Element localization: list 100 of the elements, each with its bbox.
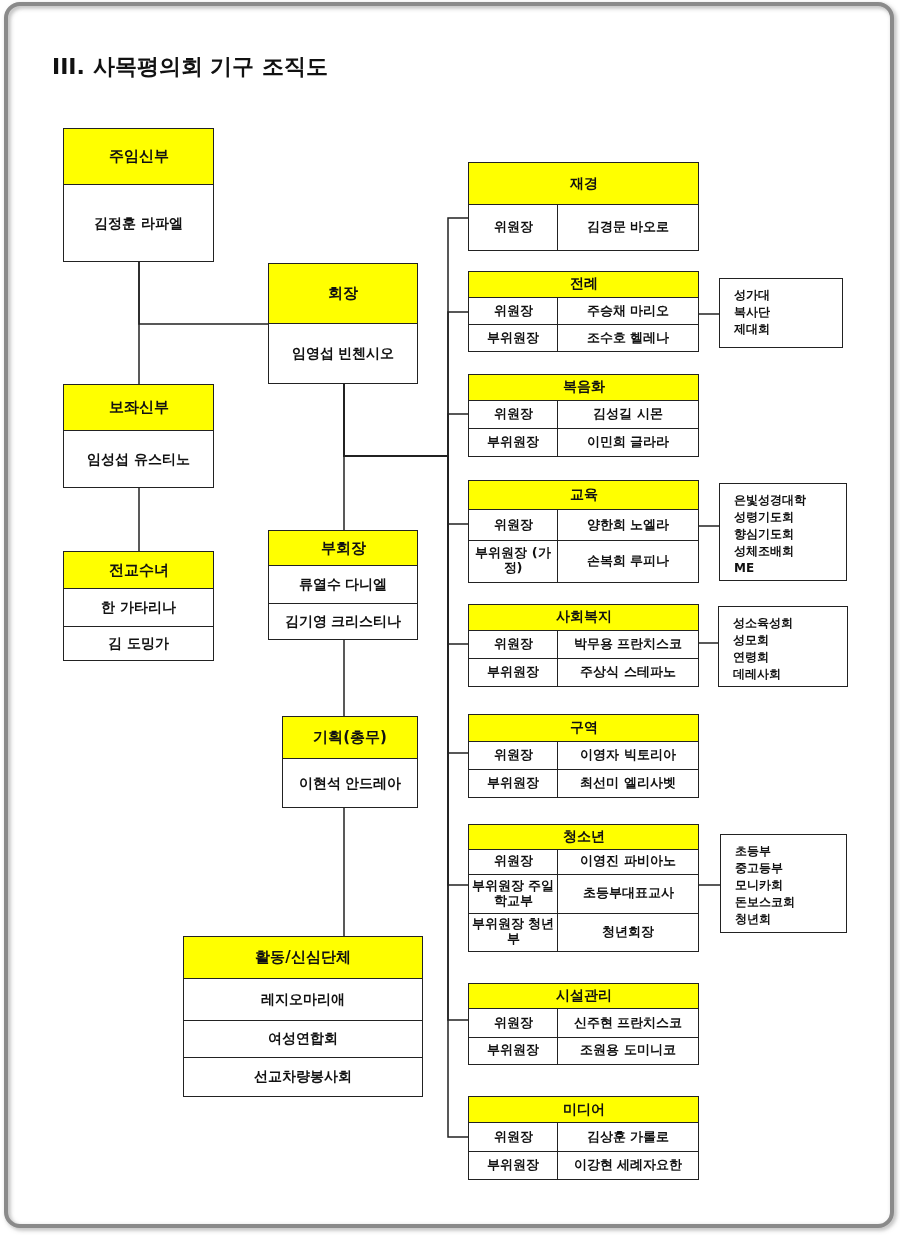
member-name: 초등부대표교사 (581, 884, 675, 903)
group-name: 성가대 (734, 287, 771, 304)
group-name: 성체조배회 (734, 543, 795, 560)
role-label: 위원장 (469, 741, 558, 770)
member-name: 조수호 헬레나 (585, 328, 671, 347)
member-name: 이강현 세례자요한 (572, 1156, 684, 1175)
heading-bar: 미디어 (469, 1097, 698, 1123)
group-name: 중고등부 (735, 860, 784, 877)
diagram-title: III. 사목평의회 기구 조직도 (52, 53, 328, 81)
member-name-row-text: 김정훈 라파엘 (93, 213, 184, 233)
heading-bar: 보좌신부 (64, 385, 213, 432)
member-name: 신주현 프란치스코 (572, 1013, 684, 1032)
group-name: 향심기도회 (734, 526, 795, 543)
heading-bar: 전교수녀 (64, 552, 213, 590)
group-name: 성모회 (733, 632, 770, 649)
heading-bar: 복음화 (469, 375, 698, 401)
group-list-box (719, 278, 843, 348)
member-name: 청년회장 (601, 922, 655, 941)
member-name-row: 김 도밍가 (64, 625, 213, 660)
member-name: 김상훈 가롤로 (585, 1127, 671, 1146)
role-label: 위원장 (469, 400, 558, 429)
org-box (268, 530, 418, 640)
heading-bar: 부회장 (269, 531, 417, 567)
org-box (468, 604, 699, 687)
group-name: 복사단 (734, 304, 771, 321)
org-box (282, 716, 418, 808)
member-name: 박무용 프란치스코 (572, 635, 684, 654)
heading-bar: 교육 (469, 481, 698, 511)
member-name: 김성길 시몬 (592, 405, 664, 424)
group-name: 연령회 (733, 649, 770, 666)
member-name: 주승채 마리오 (585, 301, 671, 320)
org-box (468, 714, 699, 798)
group-name: ME (734, 560, 756, 577)
group-list-box (720, 834, 847, 933)
role-label: 부위원장 (가정) (469, 540, 558, 582)
org-box (468, 162, 699, 251)
group-name: 초등부 (735, 843, 772, 860)
group-list-box (718, 606, 848, 687)
role-label: 위원장 (469, 205, 558, 250)
connector-line (343, 807, 345, 937)
group-name: 데레사회 (733, 666, 782, 683)
role-label: 위원장 (469, 1009, 558, 1037)
org-box (468, 480, 699, 583)
member-name-row-text: 임영섭 빈첸시오 (290, 344, 396, 364)
role-label: 위원장 (469, 510, 558, 540)
member-name-row-text: 레지오마리애 (260, 990, 346, 1010)
group-name: 청년회 (735, 911, 772, 928)
group-list-box (719, 483, 847, 581)
role-label: 위원장 (469, 630, 558, 659)
member-name: 김경문 바오로 (585, 218, 671, 237)
connector-line (138, 261, 269, 325)
member-name-row: 김기영 크리스티나 (269, 602, 417, 639)
role-label: 부위원장 주일학교부 (469, 875, 558, 913)
heading-bar: 사회복지 (469, 605, 698, 631)
member-name: 이영자 빅토리아 (579, 746, 677, 765)
member-name-row: 선교차량봉사회 (184, 1056, 422, 1096)
connector-line (698, 525, 720, 527)
heading-bar: 재경 (469, 163, 698, 205)
group-name: 은빛성경대학 (734, 492, 807, 509)
member-name: 주상식 스테파노 (579, 663, 677, 682)
member-name: 이영진 파비아노 (579, 852, 677, 871)
member-name: 조원용 도미니코 (579, 1041, 677, 1060)
heading-bar: 시설관리 (469, 984, 698, 1010)
heading-bar: 기획(총무) (283, 717, 417, 760)
heading-bar: 주임신부 (64, 129, 213, 186)
role-label: 위원장 (469, 297, 558, 325)
group-name: 성소육성회 (733, 615, 794, 632)
connector-line (138, 487, 140, 552)
member-name-row-text: 류열수 다니엘 (297, 575, 389, 595)
role-label: 부위원장 (469, 659, 558, 686)
heading-bar: 청소년 (469, 825, 698, 850)
member-name: 손복희 루피나 (585, 551, 671, 570)
member-name-row-text: 한 가타리나 (100, 598, 177, 618)
org-box (63, 128, 214, 262)
group-name: 모니카회 (735, 877, 784, 894)
org-box (183, 936, 423, 1097)
connector-line (698, 313, 720, 315)
member-name-row-text: 이현석 안드레아 (297, 773, 403, 793)
connector-line (698, 884, 721, 886)
member-name: 이민희 글라라 (585, 433, 671, 452)
role-label: 부위원장 (469, 770, 558, 797)
org-box (468, 271, 699, 352)
role-label: 위원장 (469, 849, 558, 875)
org-box (468, 824, 699, 952)
group-name: 성령기도회 (734, 509, 795, 526)
org-box (63, 551, 214, 661)
role-label: 부위원장 청년부 (469, 913, 558, 951)
group-name: 돈보스코회 (735, 894, 796, 911)
group-name: 제대회 (734, 321, 771, 338)
connector-line (343, 639, 345, 717)
heading-bar: 전례 (469, 272, 698, 298)
connector-line (698, 642, 719, 644)
member-name-row: 여성연합회 (184, 1019, 422, 1057)
role-label: 부위원장 (469, 1152, 558, 1179)
role-label: 부위원장 (469, 429, 558, 456)
org-box (268, 263, 418, 384)
heading-bar: 활동/신심단체 (184, 937, 422, 980)
role-label: 위원장 (469, 1123, 558, 1151)
org-box (468, 983, 699, 1065)
org-box (468, 374, 699, 457)
